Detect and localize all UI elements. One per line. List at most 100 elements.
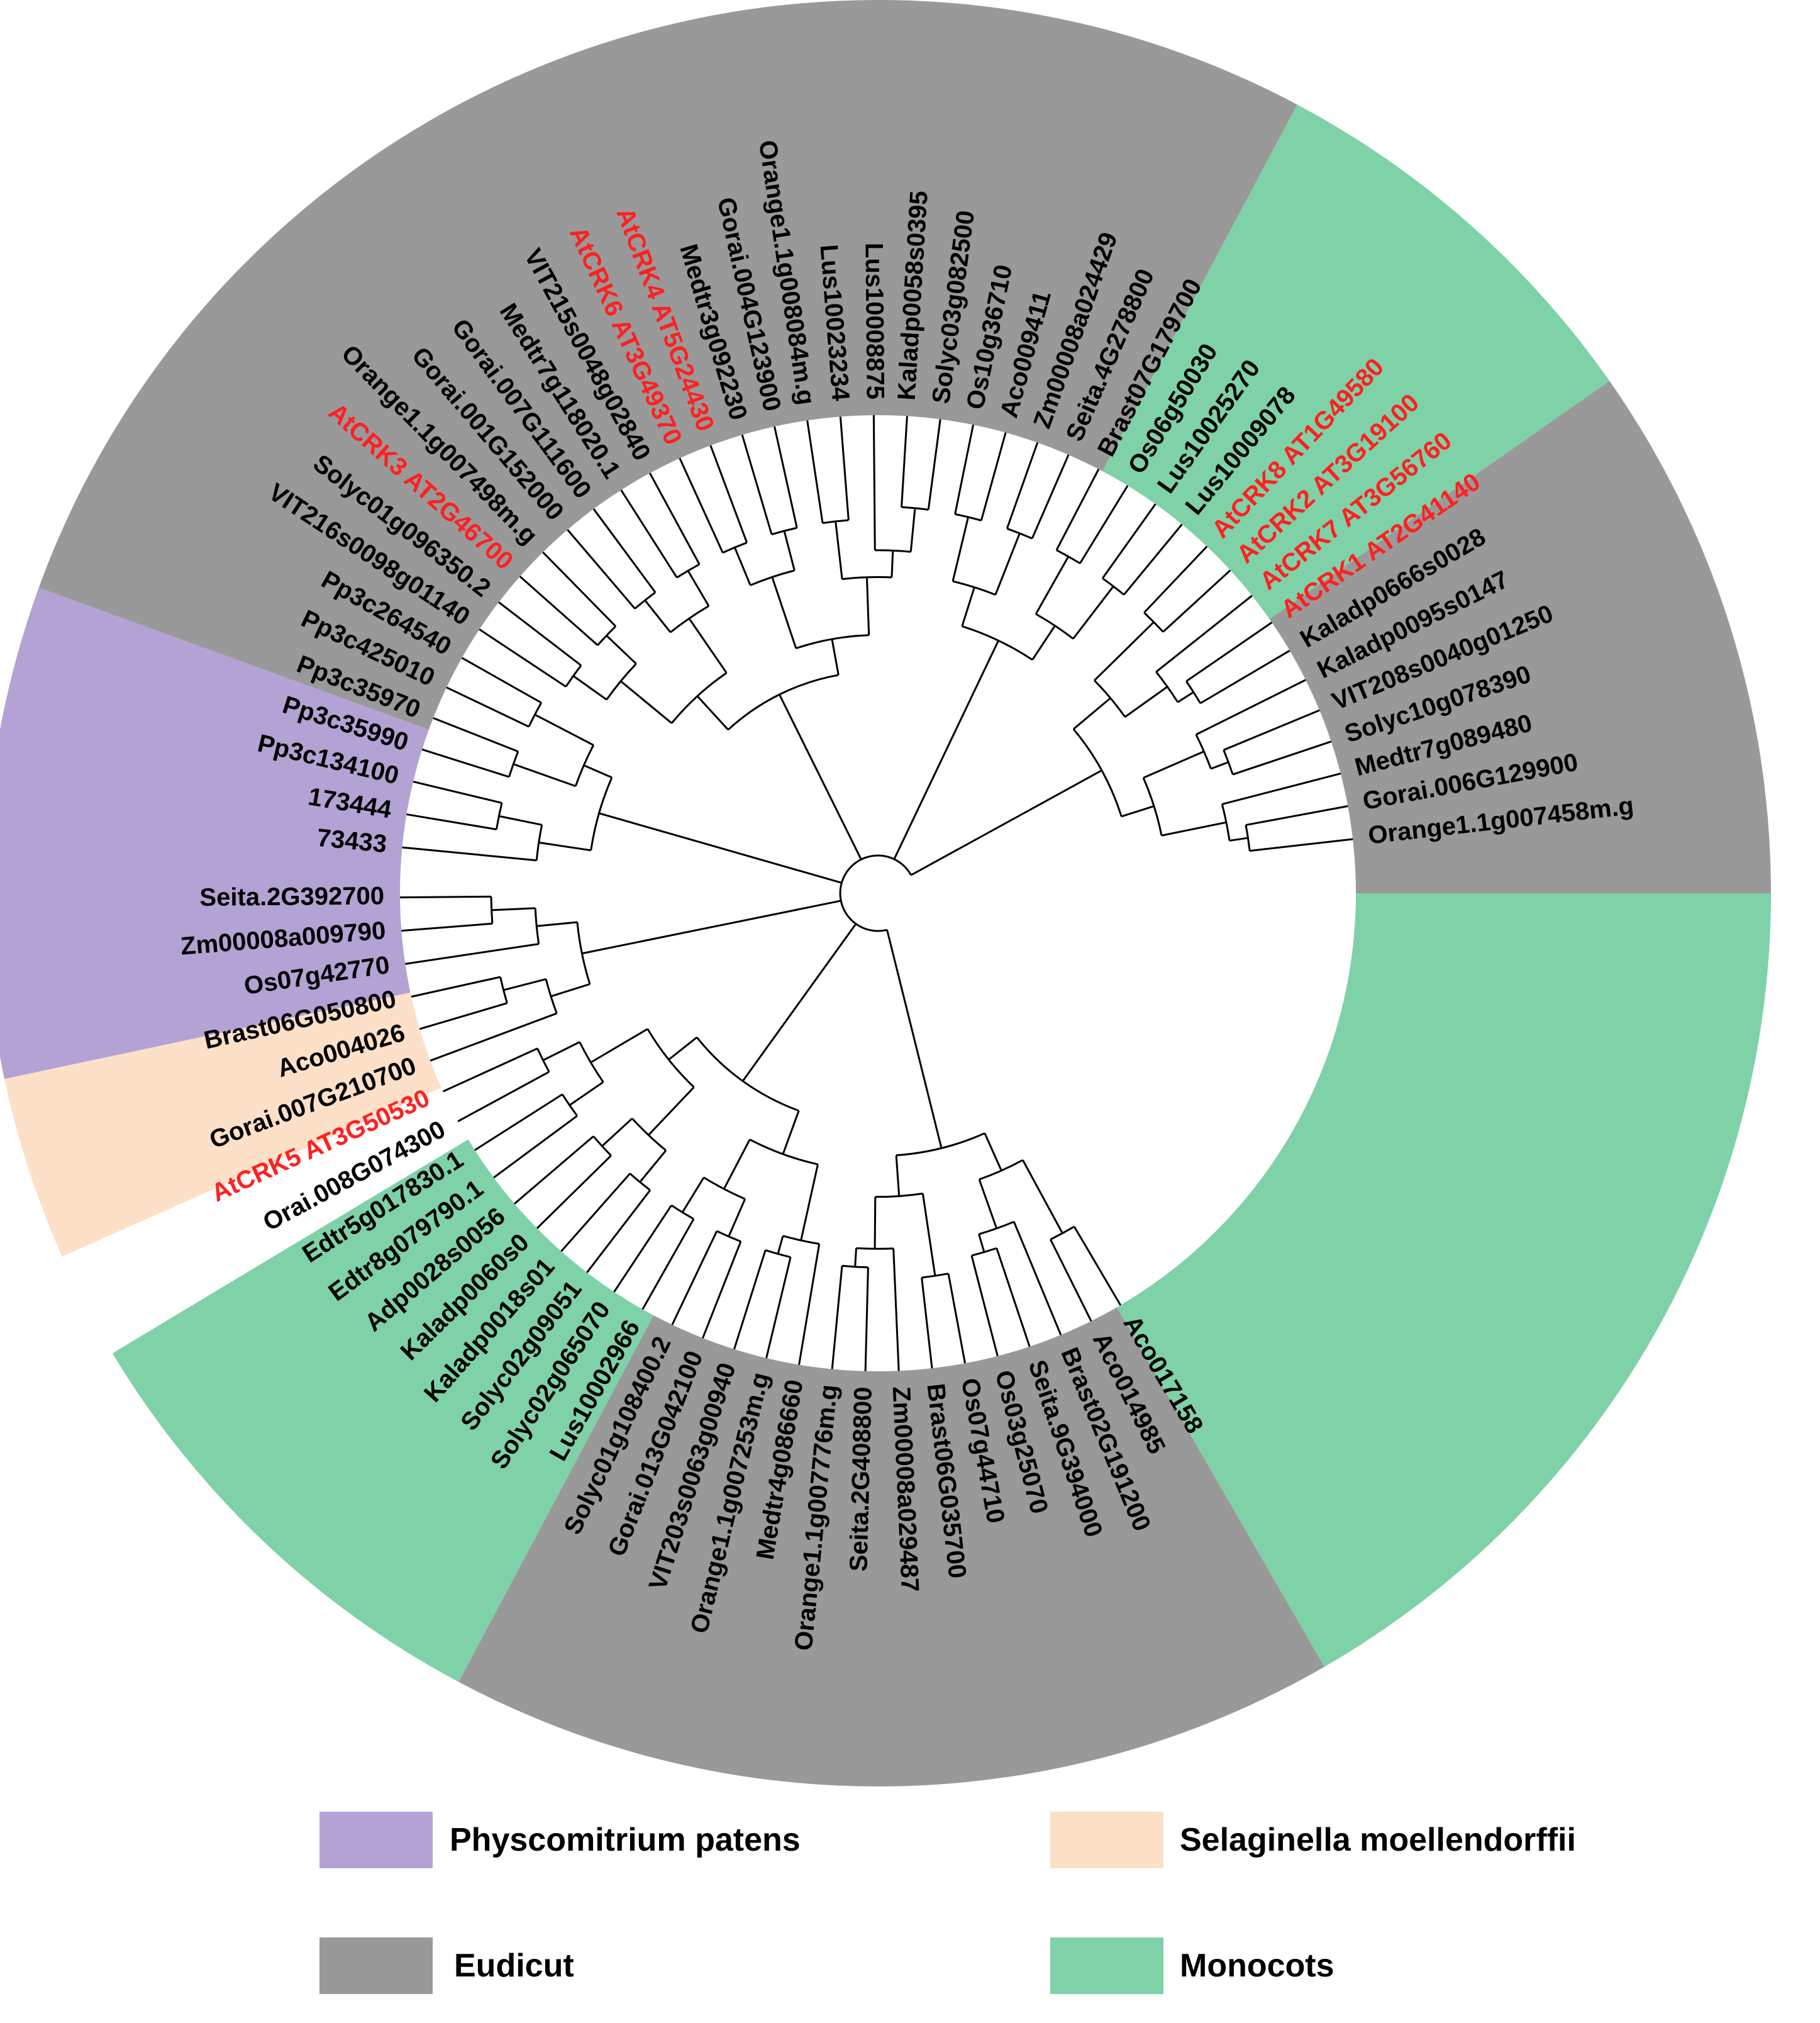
branch-radial <box>592 508 657 593</box>
branch-radial <box>1055 469 1100 551</box>
branch-radial <box>1072 586 1114 640</box>
branch-radial <box>865 577 870 635</box>
branch-radial <box>741 434 773 535</box>
branch-radial <box>641 1218 695 1310</box>
branch-radial <box>927 419 941 510</box>
branch-radial <box>421 749 509 778</box>
branch-radial <box>984 1132 1002 1171</box>
branch-radial <box>728 1198 746 1237</box>
branch-radial <box>679 457 724 554</box>
branch-radial <box>688 618 728 674</box>
branch-radial <box>952 516 970 582</box>
branch-radial <box>779 694 862 860</box>
legend-label-selaginella: Selaginella moellendorffii <box>1180 1822 1576 1858</box>
branch-radial <box>1161 821 1227 837</box>
branch-arc <box>822 519 849 525</box>
branch-arc <box>1195 734 1212 769</box>
branch-arc <box>629 1173 651 1191</box>
branch-radial <box>1013 1221 1062 1335</box>
leaf-label: Seita.2G392700 <box>199 882 384 911</box>
branch-arc <box>841 1264 868 1269</box>
branch-radial <box>978 1234 985 1252</box>
branch-radial <box>606 635 637 665</box>
legend: Physcomitrium patens Selaginella moellen… <box>319 1812 1576 1994</box>
branch-radial <box>954 424 974 515</box>
branch-radial <box>613 1205 672 1293</box>
branch-arc <box>606 663 637 701</box>
branch-radial <box>839 416 850 520</box>
branch-arc <box>782 1235 819 1246</box>
branch-radial <box>1143 750 1204 779</box>
branch-radial <box>461 657 542 704</box>
branch-arc <box>1142 777 1163 836</box>
branch-radial <box>1050 1239 1092 1322</box>
branch-radial <box>1101 503 1157 579</box>
branch-radial <box>413 781 502 804</box>
branch-radial <box>400 895 492 899</box>
branch-arc <box>579 1041 604 1083</box>
branch-arc <box>545 979 558 1014</box>
branch-radial <box>599 812 842 884</box>
branch-radial <box>479 628 567 688</box>
branch-radial <box>583 764 613 779</box>
branch-radial <box>1229 837 1248 842</box>
branch-radial <box>733 547 752 586</box>
branch-arc <box>1223 749 1234 775</box>
branch-radial <box>891 550 894 577</box>
branch-radial <box>994 533 1021 596</box>
branch-arc <box>597 625 617 646</box>
branch-radial <box>1124 686 1168 718</box>
branch-arc <box>952 580 996 596</box>
branch-radial <box>831 1266 843 1369</box>
branch-radial <box>411 976 501 998</box>
branch-radial <box>1250 838 1353 852</box>
legend-swatch-physcomitrium <box>319 1812 433 1868</box>
branch-radial <box>513 763 576 788</box>
branch-radial <box>831 638 840 676</box>
branch-radial <box>687 570 710 607</box>
branch-radial <box>536 1154 612 1229</box>
branch-radial <box>1035 555 1070 615</box>
branch-radial <box>1210 761 1229 770</box>
branch-arc <box>490 896 494 924</box>
branch-arc <box>1143 611 1164 633</box>
branch-radial <box>702 1241 742 1339</box>
tree-inner-area <box>400 415 1356 1371</box>
branch-radial <box>947 1273 966 1364</box>
branch-radial <box>1199 649 1290 705</box>
branch-radial <box>419 1002 508 1030</box>
branch-radial <box>921 1193 936 1276</box>
branch-radial <box>798 1244 821 1365</box>
branch-radial <box>474 1093 563 1151</box>
branch-arc <box>495 803 503 830</box>
branch-radial <box>1196 679 1306 736</box>
branch-radial <box>491 907 536 911</box>
branch-radial <box>534 713 594 746</box>
branch-radial <box>457 1071 550 1122</box>
branch-arc <box>1185 681 1201 704</box>
branch-radial <box>835 521 843 579</box>
branch-radial <box>1079 485 1129 564</box>
branch-radial <box>1121 805 1155 818</box>
legend-swatch-selaginella <box>1050 1812 1163 1868</box>
branch-radial <box>970 1255 999 1357</box>
branch-radial <box>895 1155 901 1196</box>
branch-radial <box>569 1081 604 1106</box>
branch-radial <box>1245 805 1348 827</box>
branch-arc <box>534 908 540 944</box>
branch-radial <box>1094 621 1155 681</box>
branch-radial <box>671 1230 718 1325</box>
branch-radial <box>433 717 519 752</box>
leaf-label: 73433 <box>316 824 388 858</box>
branch-radial <box>442 1047 538 1093</box>
branch-radial <box>864 1267 869 1371</box>
branch-radial <box>872 415 876 550</box>
branch-radial <box>741 923 857 1082</box>
branch-radial <box>401 922 493 932</box>
branch-radial <box>1031 454 1070 539</box>
branch-radial <box>405 943 539 965</box>
branch-arc <box>921 1273 949 1279</box>
branch-radial <box>1031 625 1056 660</box>
branch-radial <box>402 846 537 862</box>
